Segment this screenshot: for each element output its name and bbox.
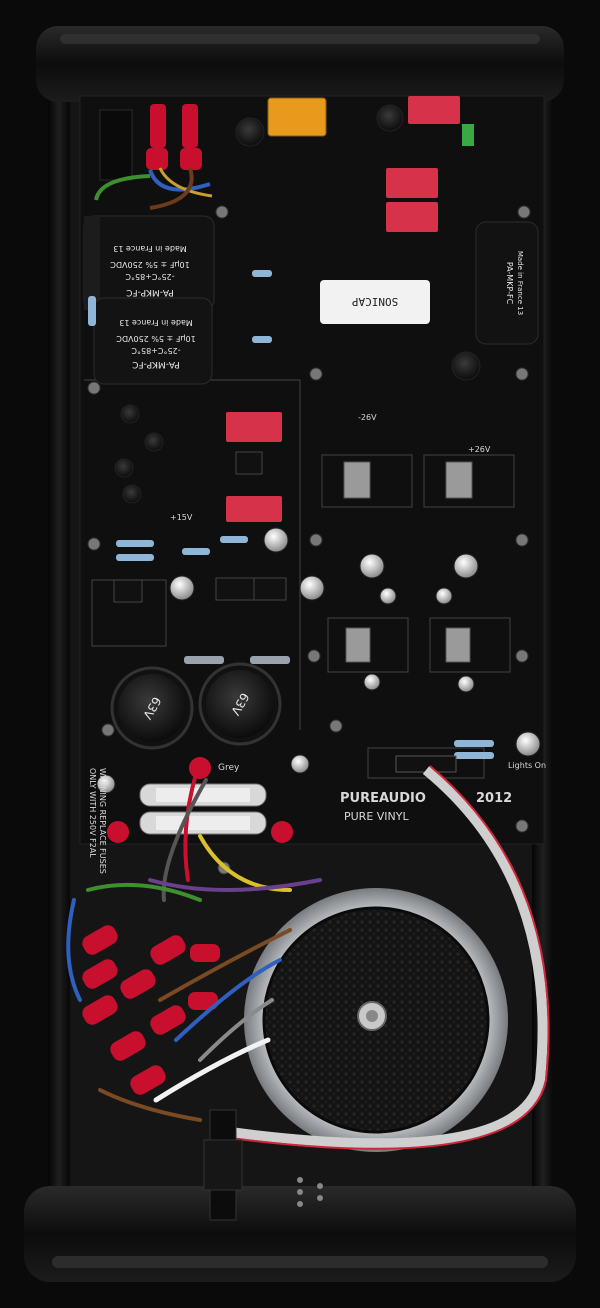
wima-cap-left2 (226, 496, 282, 522)
svg-text:10µF ± 5% 250VDC: 10µF ± 5% 250VDC (116, 334, 196, 343)
ribbon-connector (395, 755, 457, 773)
svg-text:10µF ± 5% 250VDC: 10µF ± 5% 250VDC (110, 260, 190, 269)
svg-text:-26V: -26V (358, 413, 377, 422)
svg-text:PA-MKP-FC: PA-MKP-FC (132, 359, 180, 369)
left-side-panel (48, 90, 70, 1190)
green-led (462, 124, 474, 146)
svg-text:Made in France 13: Made in France 13 (119, 318, 193, 327)
top-red-terminals (146, 104, 202, 170)
svg-text:Made in France 13: Made in France 13 (516, 251, 524, 315)
fuses (139, 783, 267, 835)
svg-text:-25°C+85°C: -25°C+85°C (131, 346, 181, 355)
relay (267, 97, 327, 137)
red-quick-connects (82, 757, 293, 1095)
svg-text:PUREAUDIO: PUREAUDIO (340, 791, 426, 806)
svg-text:SONICAP: SONICAP (351, 295, 398, 308)
wima-cap-top (408, 96, 460, 124)
ics (113, 451, 287, 603)
wima-cap-mid2 (386, 202, 438, 232)
svg-text:+15V: +15V (170, 513, 193, 522)
svg-text:WARNING REPLACE FUSES: WARNING REPLACE FUSES (98, 768, 107, 874)
small-electrolytics (96, 104, 541, 794)
svg-text:Lights On: Lights On (508, 761, 546, 770)
top-handle-bar (36, 26, 564, 102)
wiring (66, 772, 322, 1122)
ribbon-cable (229, 766, 548, 1149)
resistors (88, 270, 494, 759)
film-cap-upper: 10µF ± 5% 250VDC -25°C+85°C PA-MKP-FC Ma… (83, 215, 215, 311)
film-cap-lower: 10µF ± 5% 250VDC -25°C+85°C PA-MKP-FC Ma… (93, 297, 213, 385)
rear-socket-pins (297, 1177, 323, 1207)
power-transistors (343, 461, 473, 663)
svg-text:2012: 2012 (476, 791, 512, 806)
svg-text:ONLY WITH 250V F2AL: ONLY WITH 250V F2AL (88, 768, 97, 858)
svg-text:PURE VINYL: PURE VINYL (344, 810, 409, 823)
toroidal-transformer (244, 888, 508, 1152)
pcb-brand-text: PUREAUDIO 2012 PURE VINYL Lights On -26V… (170, 413, 546, 823)
fuse-warning: WARNING REPLACE FUSES ONLY WITH 250V F2A… (88, 768, 107, 874)
svg-text:PA-MKP-FC: PA-MKP-FC (505, 262, 514, 305)
film-cap-right: PA-MKP-FC Made in France 13 (475, 221, 539, 345)
svg-text:-25°C+85°C: -25°C+85°C (125, 272, 175, 281)
wima-cap-left1 (226, 412, 282, 442)
svg-text:+26V: +26V (468, 445, 491, 454)
iec-inlet (99, 109, 133, 181)
sonicap (320, 280, 430, 324)
bulk-caps: 63V 63V (110, 662, 282, 750)
svg-text:Grey: Grey (218, 763, 240, 773)
wima-cap-mid1 (386, 168, 438, 198)
svg-text:PA-MKP-FC: PA-MKP-FC (126, 287, 174, 297)
mounting-screws (87, 205, 531, 875)
svg-text:Made in France 13: Made in France 13 (113, 244, 187, 253)
